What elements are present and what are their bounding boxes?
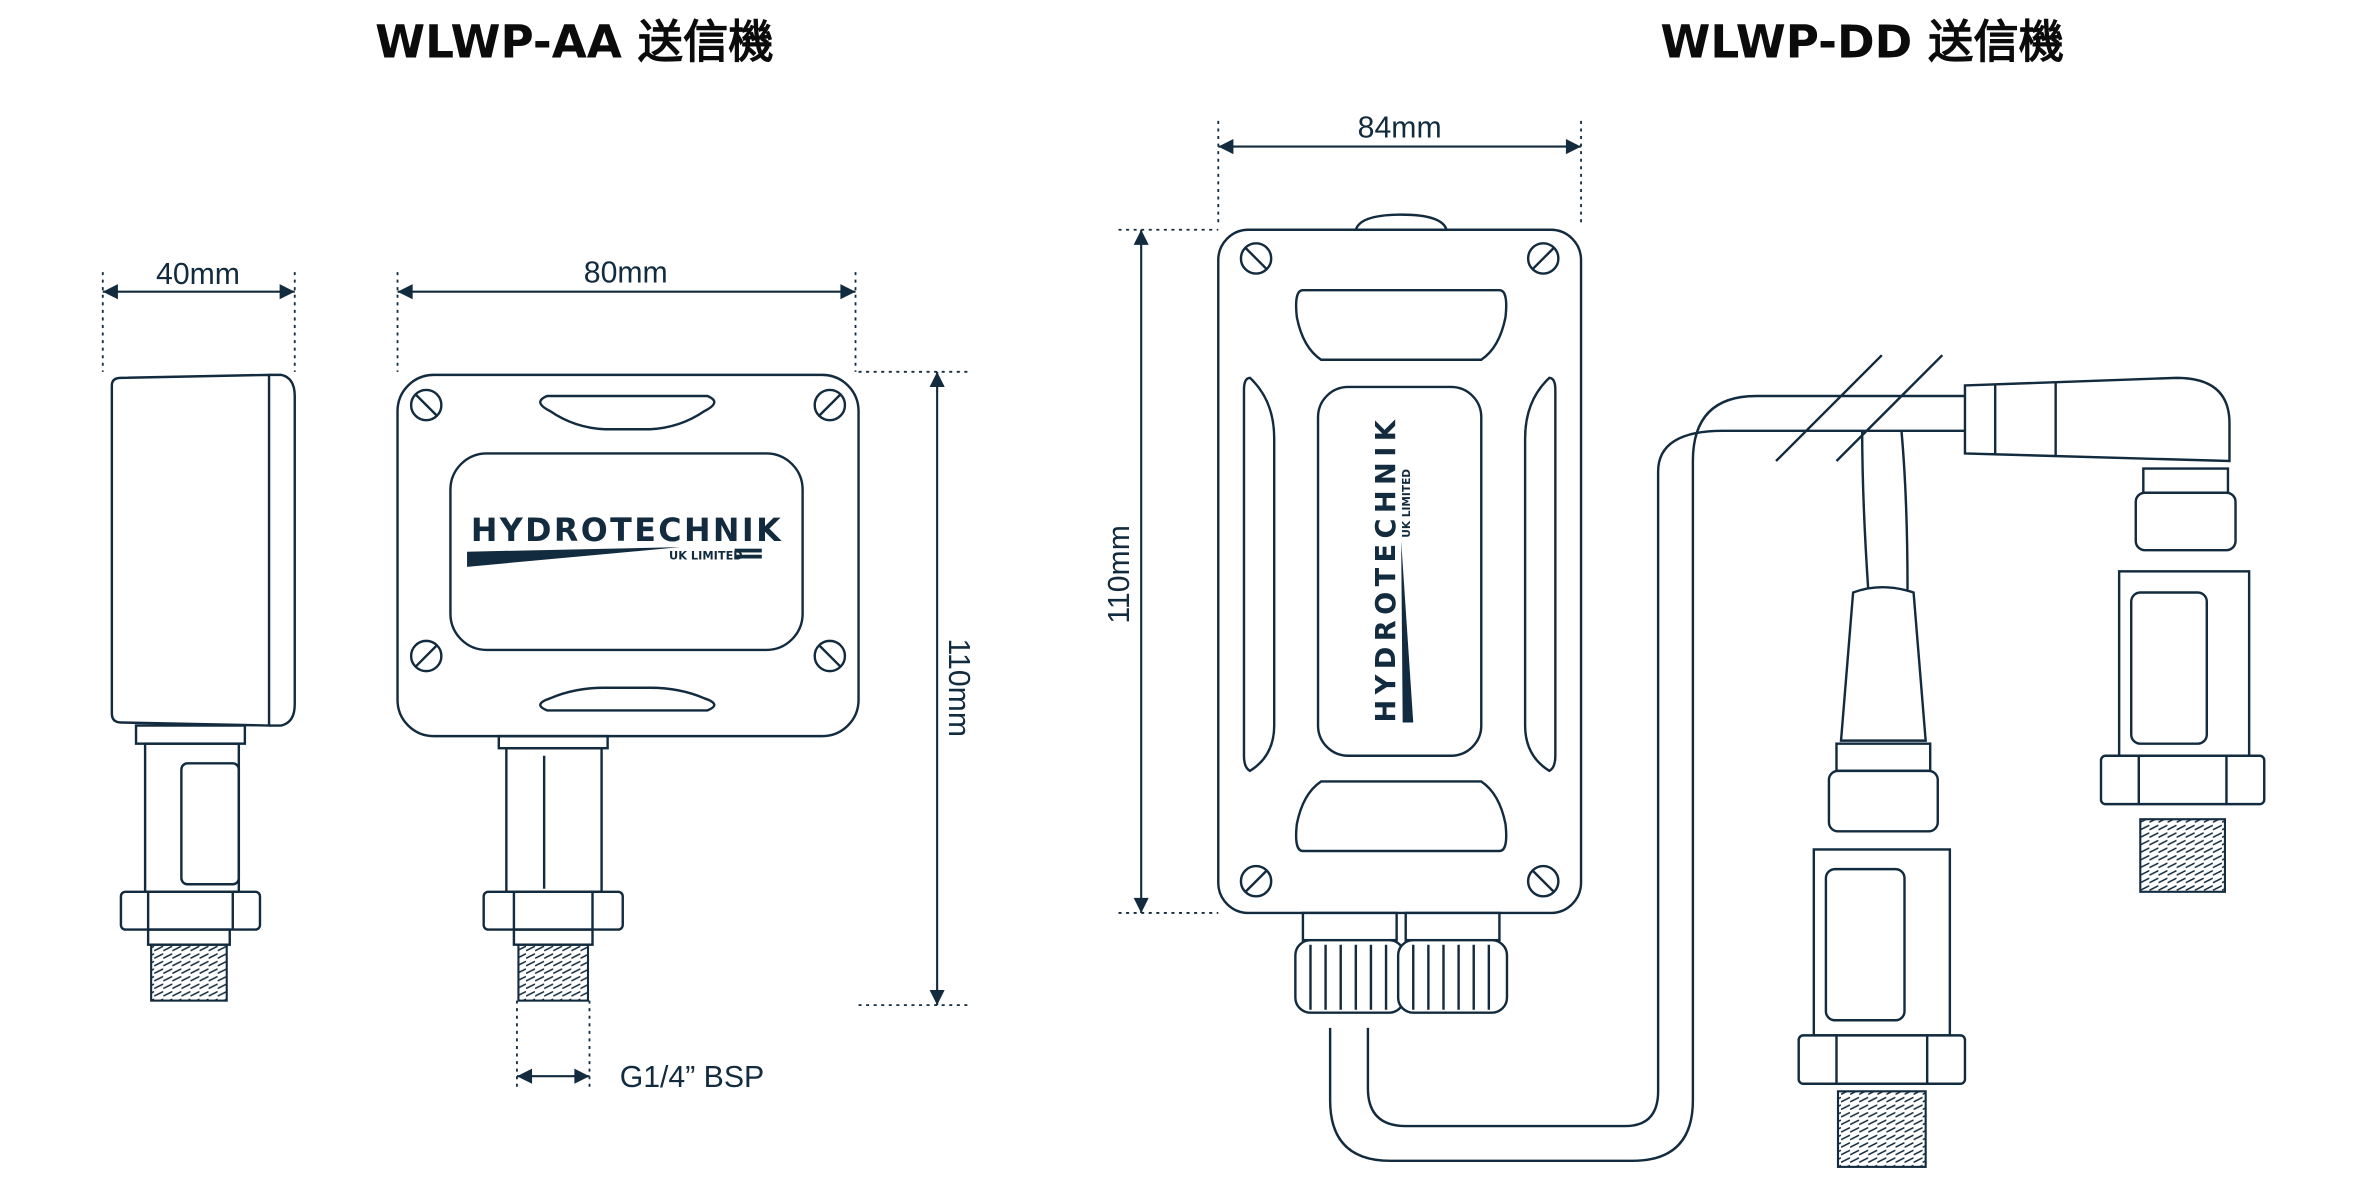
aa-front-view: HYDROTECHNIK UK LIMITED xyxy=(396,373,860,1002)
logo-sub-vertical: UK LIMITED xyxy=(1401,469,1413,538)
dd-angled-sensor xyxy=(1963,376,2266,893)
dd-straight-sensor xyxy=(1797,586,1967,1168)
dim-label-80mm: 80mm xyxy=(584,257,668,290)
dimension-aa-height: 110mm xyxy=(858,370,975,1007)
dd-enclosure: HYDROTECHNIK UK LIMITED xyxy=(1217,213,1583,1014)
logo-brand-vertical: HYDROTECHNIK xyxy=(1371,419,1402,722)
logo-brand: HYDROTECHNIK xyxy=(471,513,782,549)
dimension-dd-height: 110mm xyxy=(1103,229,1219,914)
dimension-aa-depth: 40mm xyxy=(101,258,296,372)
dim-label-84mm: 84mm xyxy=(1358,112,1442,145)
dd-cable xyxy=(1328,354,1965,1163)
cable-gland xyxy=(1294,911,1509,1014)
dim-label-aa-110mm: 110mm xyxy=(942,638,975,737)
dimension-dd-width: 84mm xyxy=(1118,112,1582,231)
dimension-aa-thread: G1/4” BSP xyxy=(516,1000,764,1094)
dim-label-thread: G1/4” BSP xyxy=(620,1061,764,1094)
title-wlwp-aa: WLWP-AA 送信機 xyxy=(375,15,774,68)
title-wlwp-dd: WLWP-DD 送信機 xyxy=(1660,15,2064,68)
screw-icon xyxy=(409,388,847,673)
dim-label-40mm: 40mm xyxy=(156,258,240,291)
logo-sub: UK LIMITED xyxy=(669,548,743,562)
aa-side-view xyxy=(110,373,296,1002)
dimension-aa-width: 80mm xyxy=(396,257,857,372)
dim-label-dd-110mm: 110mm xyxy=(1103,525,1136,624)
